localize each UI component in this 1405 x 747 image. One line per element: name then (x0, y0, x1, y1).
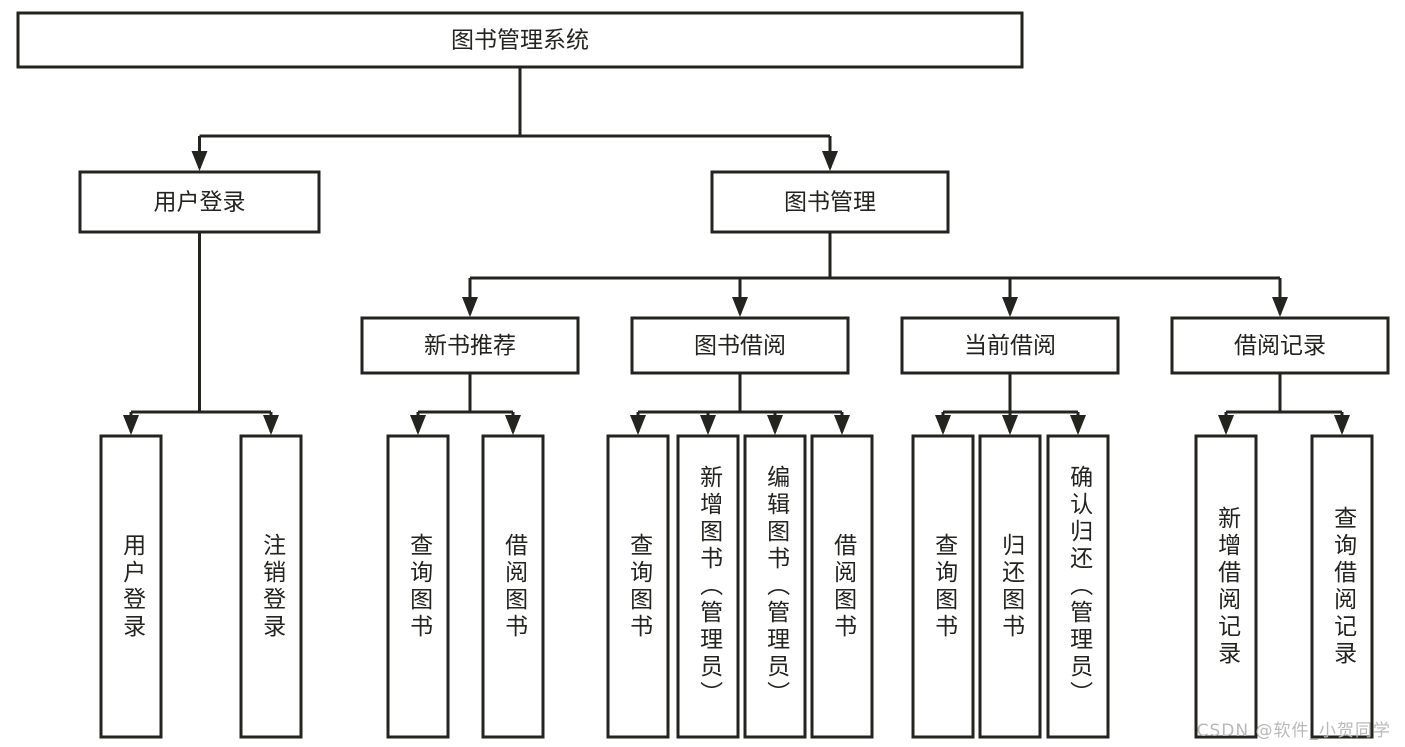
connector-layer (123, 67, 1350, 435)
node-box-borrow-book-1[interactable] (481, 434, 545, 739)
node-box-query-book-1[interactable] (386, 434, 450, 739)
arrow-user-login-leaf (123, 415, 139, 435)
node-label-user-logout-leaf: 注销登录 (258, 532, 285, 641)
node-box-current-borrow[interactable] (900, 316, 1120, 375)
arrow-return-book (1002, 415, 1018, 435)
arrow-edit-book-admin (767, 415, 783, 435)
node-box-book-manage[interactable] (710, 170, 950, 234)
box-layer (16, 11, 1390, 739)
arrow-query-borrow-record (1334, 415, 1350, 435)
arrow-book-borrow (732, 297, 748, 317)
arrow-borrow-book-2 (834, 415, 850, 435)
arrow-current-borrow (1002, 297, 1018, 317)
node-label-new-book-recommend: 新书推荐 (424, 333, 516, 359)
arrow-book-manage (822, 151, 838, 171)
csdn-watermark: CSDN @软件_小贺同学 (1196, 721, 1391, 741)
node-box-query-borrow-record[interactable] (1310, 434, 1374, 739)
node-label-current-borrow: 当前借阅 (964, 333, 1056, 359)
node-label-query-book-3: 查询图书 (930, 532, 957, 641)
node-box-new-book-recommend[interactable] (360, 316, 580, 375)
arrow-query-book-3 (935, 415, 951, 435)
node-box-add-book-admin[interactable] (676, 434, 740, 739)
node-box-book-borrow[interactable] (630, 316, 850, 375)
arrow-user-login (191, 151, 208, 171)
node-box-user-login[interactable] (78, 170, 321, 234)
arrow-borrow-book-1 (505, 415, 521, 435)
node-box-return-book[interactable] (978, 434, 1042, 739)
node-label-query-book-2: 查询图书 (625, 532, 652, 641)
node-label-borrow-book-1: 借阅图书 (500, 532, 527, 641)
arrow-user-logout-leaf (263, 415, 279, 435)
arrow-query-book-2 (630, 415, 646, 435)
node-label-add-borrow-record: 新增借阅记录 (1213, 505, 1240, 668)
node-box-confirm-return-admin[interactable] (1046, 434, 1110, 739)
node-box-query-book-2[interactable] (606, 434, 670, 739)
node-box-edit-book-admin[interactable] (743, 434, 807, 739)
node-label-return-book: 归还图书 (997, 532, 1024, 641)
node-label-borrow-book-2: 借阅图书 (829, 532, 856, 641)
node-label-borrow-record: 借阅记录 (1234, 333, 1326, 359)
node-box-query-book-3[interactable] (911, 434, 975, 739)
node-label-user-login: 用户登录 (154, 190, 246, 216)
node-label-book-borrow: 图书借阅 (694, 333, 786, 359)
arrow-query-book-1 (410, 415, 426, 435)
arrow-add-borrow-record (1218, 415, 1234, 435)
node-label-query-book-1: 查询图书 (405, 532, 432, 641)
node-box-root[interactable] (16, 11, 1024, 69)
arrow-new-book-recommend (462, 297, 478, 317)
node-box-user-login-leaf[interactable] (99, 434, 163, 739)
node-box-borrow-book-2[interactable] (810, 434, 874, 739)
arrow-confirm-return-admin (1070, 415, 1086, 435)
arrow-borrow-record (1272, 297, 1288, 317)
node-label-confirm-return-admin: 确认归还（管理员） (1065, 465, 1092, 708)
node-label-book-manage: 图书管理 (784, 190, 876, 216)
node-box-borrow-record[interactable] (1170, 316, 1390, 375)
node-label-add-book-admin: 新增图书（管理员） (695, 465, 722, 708)
node-label-edit-book-admin: 编辑图书（管理员） (762, 465, 789, 708)
node-label-user-login-leaf: 用户登录 (118, 532, 145, 641)
node-label-root: 图书管理系统 (451, 28, 589, 54)
node-label-query-borrow-record: 查询借阅记录 (1329, 505, 1356, 668)
node-box-add-borrow-record[interactable] (1194, 434, 1258, 739)
arrow-add-book-admin (700, 415, 716, 435)
node-box-user-logout-leaf[interactable] (239, 434, 303, 739)
